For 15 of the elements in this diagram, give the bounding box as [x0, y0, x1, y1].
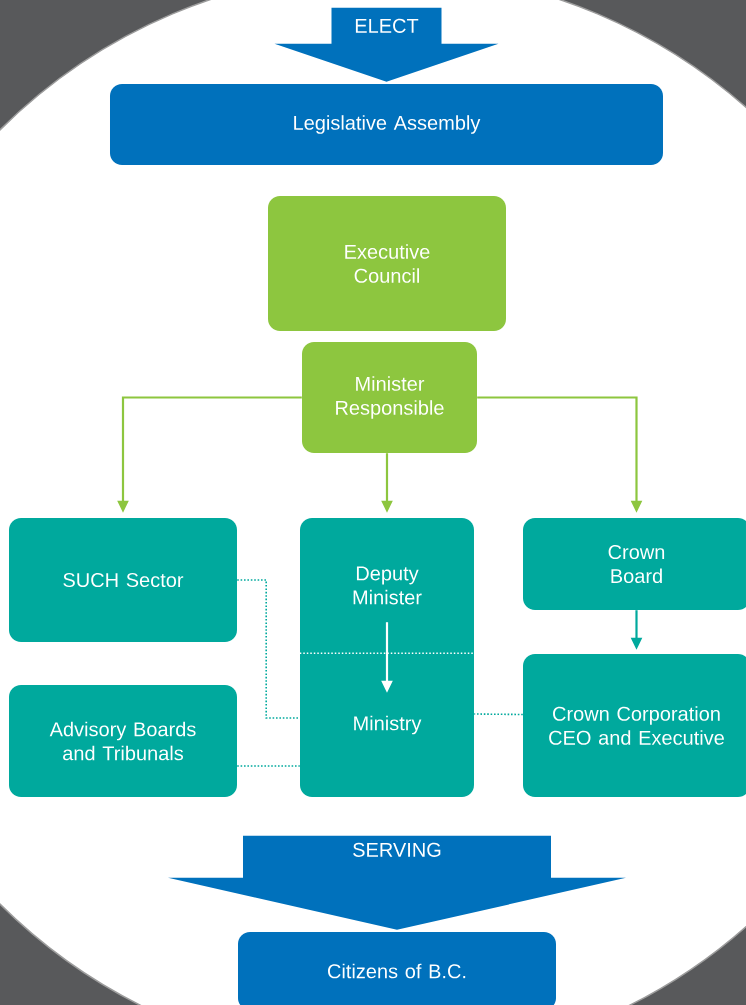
dotted-line: [236, 765, 301, 767]
role-box: Executive Council: [268, 196, 506, 331]
block-arrow: [168, 835, 626, 930]
role-box: Crown Board: [523, 518, 746, 610]
role-box: Crown Corporation CEO and Executive: [523, 654, 746, 797]
block-arrow: [274, 7, 499, 82]
role-box: Advisory Boards and Tribunals: [9, 685, 237, 797]
dotted-line: [473, 713, 524, 716]
banner-box: Citizens of B.C.: [238, 932, 556, 1005]
node-label: Deputy Minister: [353, 566, 422, 605]
banner-box: Legislative Assembly: [110, 84, 663, 165]
role-box: SUCH Sector: [9, 518, 237, 642]
role-box: Minister Responsible: [302, 342, 477, 453]
dotted-line: [236, 579, 301, 719]
node-label: Ministry: [354, 715, 422, 735]
